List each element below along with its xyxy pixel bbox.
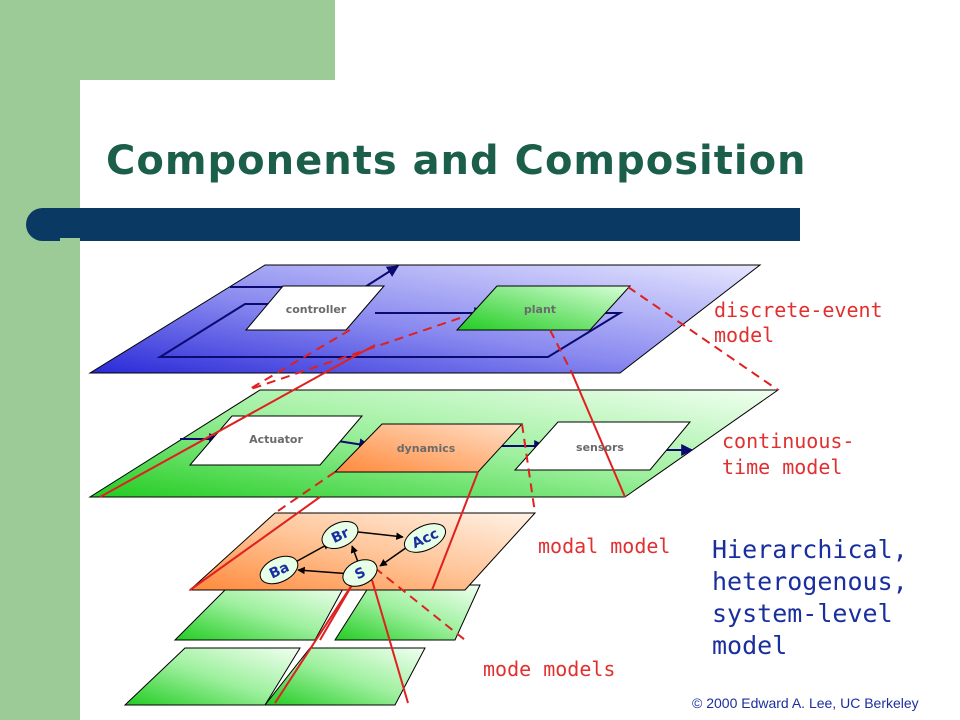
title-bar-accent [60,238,80,244]
title-underline-bar [26,208,800,241]
mode-models-label: mode models [483,657,616,681]
discrete-event-label-line-2: model [714,323,775,347]
controller-label: controller [286,303,347,316]
discrete-event-label-line-1: discrete-event [714,298,883,322]
actuator-block [188,415,364,466]
projection-lines [99,286,779,704]
hierarchical-model-note: Hierarchical, heterogenous, system-level… [712,534,952,662]
note-line-1: Hierarchical, [712,535,908,564]
state-s [342,559,378,587]
modal-model-label: modal model [538,534,671,558]
note-line-2: heterogenous, [712,567,908,596]
actuator-label: Actuator [249,433,303,446]
state-ba-label: Ba [267,559,292,582]
discrete-event-label: discrete-event model [714,298,883,348]
state-acc [403,523,447,553]
mode-model-planes [123,584,481,706]
note-line-3: system-level [712,599,893,628]
green-sidebar-band [0,0,80,720]
continuous-time-label-line-2: time model [722,455,843,479]
green-top-band [80,0,335,80]
continuous-time-label-line-1: continuous- [722,429,855,453]
plant-block [455,285,632,331]
slide-title: Components and Composition [106,138,807,184]
state-br-label: Br [329,525,352,547]
state-br [321,520,359,550]
continuous-time-label: continuous- time model [722,428,854,480]
state-ba [259,555,299,585]
note-line-4: model [712,631,788,660]
sensors-label: sensors [576,441,624,454]
controller-block [244,285,386,331]
state-nodes [259,520,447,587]
copyright-footer: © 2000 Edward A. Lee, UC Berkeley [692,695,919,711]
dynamics-label: dynamics [397,442,456,455]
plant-label: plant [524,303,556,316]
